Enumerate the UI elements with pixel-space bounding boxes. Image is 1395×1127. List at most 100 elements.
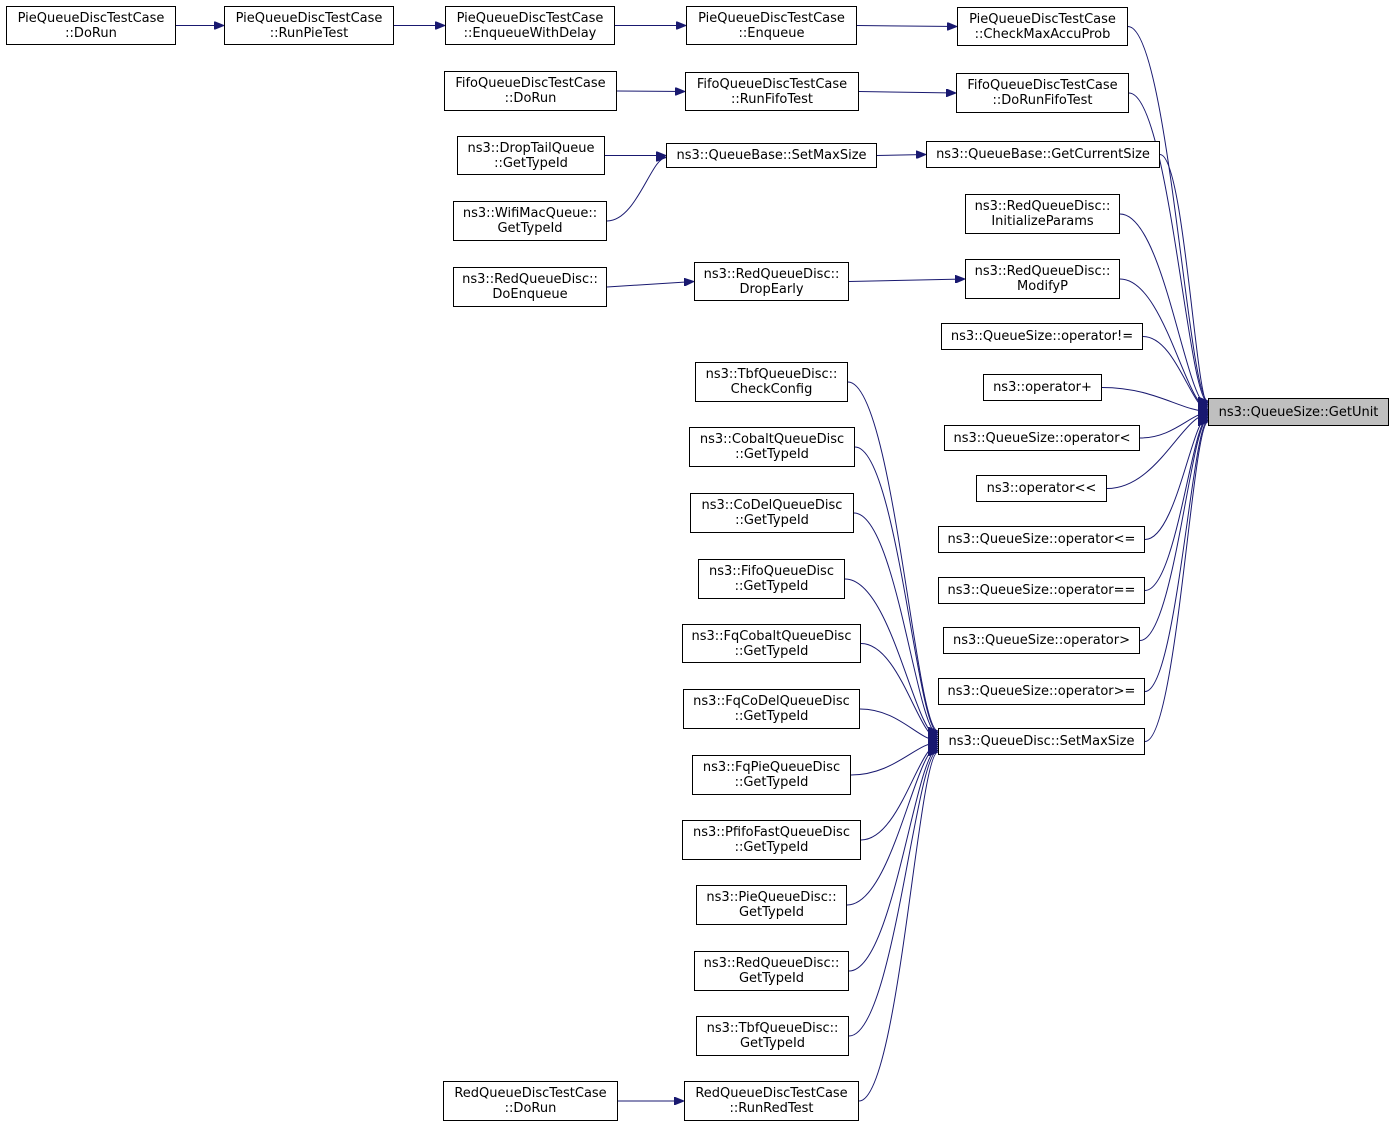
edge-queuebase-getcurrentsize-to-root — [1159, 154, 1209, 405]
node-root: ns3::QueueSize::GetUnit — [1208, 398, 1389, 426]
node-fifo-dorun[interactable]: FifoQueueDiscTestCase::DoRun — [444, 71, 617, 111]
node-label-line: ::GetTypeId — [494, 155, 568, 171]
node-label-line: CheckConfig — [730, 382, 813, 397]
node-label-line: ::EnqueueWithDelay — [463, 25, 597, 41]
node-red-doenqueue[interactable]: ns3::RedQueueDisc::DoEnqueue — [453, 267, 607, 307]
node-label-line: InitializeParams — [991, 214, 1094, 229]
node-label-line: ns3::PfifoFastQueueDisc — [693, 825, 850, 840]
node-label-line: PieQueueDiscTestCase — [969, 11, 1116, 27]
node-label-line: ::GetTypeId — [735, 447, 809, 462]
node-label-line: PieQueueDiscTestCase — [698, 10, 845, 26]
edge-fifo-dorunfifotest-to-root — [1128, 92, 1209, 402]
node-pie-dorun[interactable]: PieQueueDiscTestCase::DoRun — [6, 6, 176, 45]
node-label-line: GetTypeId — [497, 221, 563, 236]
edge-fifoqd-gettypeid-to-qd-setmaxsize — [844, 578, 939, 737]
node-qs-op-le[interactable]: ns3::QueueSize::operator<= — [938, 526, 1145, 553]
edge-red-gettypeid-to-qd-setmaxsize — [848, 748, 939, 972]
node-droptail-gettypeid[interactable]: ns3::DropTailQueue::GetTypeId — [457, 136, 605, 175]
node-redtest-runredtest[interactable]: RedQueueDiscTestCase::RunRedTest — [684, 1081, 859, 1121]
node-label-line: ModifyP — [1017, 279, 1068, 294]
node-fqpie-gettypeid[interactable]: ns3::FqPieQueueDisc::GetTypeId — [692, 755, 851, 795]
node-label-line: ::DoRun — [65, 25, 117, 41]
node-red-modifyp[interactable]: ns3::RedQueueDisc::ModifyP — [965, 259, 1120, 299]
node-label-line: ns3::QueueSize::operator< — [953, 430, 1131, 446]
node-qs-op-ne[interactable]: ns3::QueueSize::operator!= — [941, 323, 1143, 350]
node-queuebase-getcurrentsize[interactable]: ns3::QueueBase::GetCurrentSize — [926, 141, 1160, 168]
node-label-line: ::GetTypeId — [734, 709, 809, 724]
node-pfifofast-gettypeid[interactable]: ns3::PfifoFastQueueDisc::GetTypeId — [682, 820, 861, 860]
edge-redtest-runredtest-to-qd-setmaxsize — [858, 752, 939, 1102]
edge-qs-op-lt-to-root — [1139, 413, 1209, 439]
node-pie-gettypeid[interactable]: ns3::PieQueueDisc::GetTypeId — [696, 885, 847, 925]
node-label-line: RedQueueDiscTestCase — [454, 1086, 607, 1101]
node-wifimac-gettypeid[interactable]: ns3::WifiMacQueue::GetTypeId — [453, 201, 607, 241]
node-pie-enqueuewithdelay[interactable]: PieQueueDiscTestCase::EnqueueWithDelay — [445, 6, 615, 45]
node-fifo-dorunfifotest[interactable]: FifoQueueDiscTestCase::DoRunFifoTest — [956, 73, 1129, 113]
node-op-plus[interactable]: ns3::operator+ — [983, 374, 1102, 401]
node-red-dropearly[interactable]: ns3::RedQueueDisc::DropEarly — [694, 262, 849, 301]
node-label-line: ns3::RedQueueDisc:: — [703, 266, 840, 282]
node-label-line: ns3::RedQueueDisc:: — [462, 272, 598, 287]
node-pie-runpietest[interactable]: PieQueueDiscTestCase::RunPieTest — [224, 6, 394, 45]
node-qs-op-eq[interactable]: ns3::QueueSize::operator== — [938, 577, 1145, 604]
node-label-line: GetTypeId — [738, 905, 805, 920]
node-label-line: ns3::QueueBase::SetMaxSize — [676, 148, 867, 163]
edge-pie-checkmaxaccuprob-to-root — [1127, 26, 1209, 402]
node-label-line: ::GetTypeId — [734, 643, 809, 659]
node-qs-op-gt[interactable]: ns3::QueueSize::operator> — [943, 627, 1140, 654]
node-label-line: ns3::RedQueueDisc:: — [703, 956, 840, 971]
edge-red-doenqueue-to-red-dropearly — [606, 282, 694, 288]
node-label-line: ns3::QueueSize::operator<= — [947, 532, 1136, 547]
node-tbf-checkconfig[interactable]: ns3::TbfQueueDisc::CheckConfig — [695, 362, 848, 402]
node-label-line: RedQueueDiscTestCase — [695, 1086, 848, 1101]
node-label-line: ::GetTypeId — [734, 579, 809, 594]
node-label-line: PieQueueDiscTestCase — [17, 10, 165, 26]
node-pie-checkmaxaccuprob[interactable]: PieQueueDiscTestCase::CheckMaxAccuProb — [957, 7, 1128, 46]
node-codel-gettypeid[interactable]: ns3::CoDelQueueDisc::GetTypeId — [690, 493, 854, 533]
node-qd-setmaxsize[interactable]: ns3::QueueDisc::SetMaxSize — [938, 728, 1145, 755]
edge-qs-op-gt-to-root — [1139, 419, 1209, 641]
edge-fifo-dorun-to-fifo-runfifotest — [616, 91, 685, 92]
node-label-line: ns3::QueueSize::operator== — [947, 583, 1136, 598]
edge-fqcobalt-gettypeid-to-qd-setmaxsize — [860, 643, 939, 739]
node-fifoqd-gettypeid[interactable]: ns3::FifoQueueDisc::GetTypeId — [698, 559, 845, 599]
node-label-line: ns3::QueueSize::operator!= — [950, 329, 1134, 344]
edge-red-dropearly-to-red-modifyp — [848, 279, 965, 282]
node-label-line: ::DoRunFifoTest — [992, 93, 1093, 108]
node-qs-op-lt[interactable]: ns3::QueueSize::operator< — [944, 425, 1140, 451]
edge-red-initializeparams-to-root — [1119, 213, 1209, 406]
node-label-line: ::Enqueue — [738, 25, 805, 41]
edge-op-plus-to-root — [1101, 387, 1208, 412]
node-label-line: ns3::FqPieQueueDisc — [702, 760, 841, 775]
node-label-line: FifoQueueDiscTestCase — [696, 76, 848, 92]
node-label-line: ns3::RedQueueDisc:: — [974, 199, 1111, 214]
node-label-line: GetTypeId — [739, 1036, 806, 1051]
node-label-line: ns3::QueueBase::GetCurrentSize — [936, 147, 1150, 162]
edge-cobalt-gettypeid-to-qd-setmaxsize — [854, 446, 939, 733]
node-queuebase-setmaxsize[interactable]: ns3::QueueBase::SetMaxSize — [666, 143, 877, 168]
node-pie-enqueue[interactable]: PieQueueDiscTestCase::Enqueue — [686, 6, 857, 45]
node-op-shl[interactable]: ns3::operator<< — [976, 475, 1107, 502]
node-label-line: ns3::operator<< — [986, 481, 1097, 496]
node-label-line: PieQueueDiscTestCase — [456, 10, 604, 26]
node-label-line: ::GetTypeId — [734, 775, 809, 790]
node-tbf-gettypeid[interactable]: ns3::TbfQueueDisc::GetTypeId — [696, 1016, 849, 1056]
node-qs-op-ge[interactable]: ns3::QueueSize::operator>= — [938, 678, 1145, 705]
node-red-gettypeid[interactable]: ns3::RedQueueDisc::GetTypeId — [694, 951, 849, 991]
edge-codel-gettypeid-to-qd-setmaxsize — [853, 512, 939, 735]
node-label-line: ns3::FqCoDelQueueDisc — [693, 694, 850, 709]
node-label-line: ns3::PieQueueDisc:: — [706, 890, 837, 905]
node-red-initializeparams[interactable]: ns3::RedQueueDisc::InitializeParams — [965, 194, 1120, 234]
node-cobalt-gettypeid[interactable]: ns3::CobaltQueueDisc::GetTypeId — [689, 427, 855, 467]
node-fqcodel-gettypeid[interactable]: ns3::FqCoDelQueueDisc::GetTypeId — [683, 689, 860, 729]
node-label-line: ::DoRun — [504, 91, 557, 106]
edge-queuebase-setmaxsize-to-queuebase-getcurrentsize — [876, 155, 926, 156]
node-redtest-dorun[interactable]: RedQueueDiscTestCase::DoRun — [443, 1081, 618, 1121]
node-label-line: ::GetTypeId — [735, 513, 809, 528]
node-label-line: ::RunRedTest — [729, 1101, 814, 1116]
node-fifo-runfifotest[interactable]: FifoQueueDiscTestCase::RunFifoTest — [685, 72, 859, 111]
node-label-line: ns3::QueueSize::operator> — [953, 633, 1130, 648]
node-fqcobalt-gettypeid[interactable]: ns3::FqCobaltQueueDisc::GetTypeId — [682, 624, 861, 663]
node-label-line: ::GetTypeId — [734, 840, 809, 855]
edge-red-modifyp-to-root — [1119, 278, 1209, 408]
